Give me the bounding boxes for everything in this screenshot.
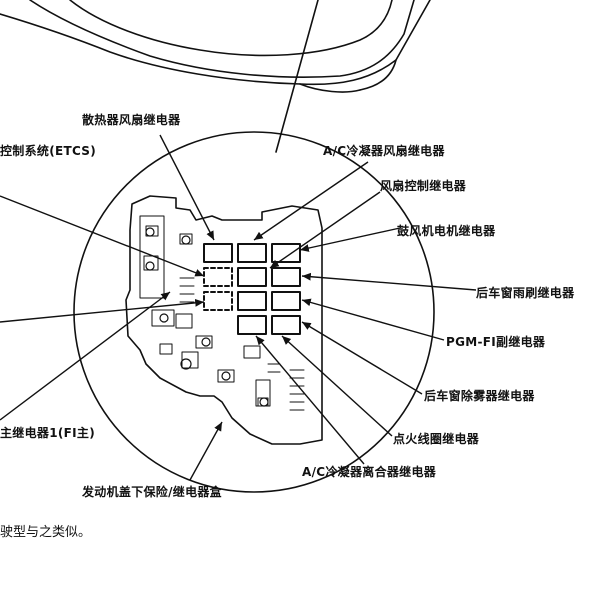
footnote: 驶型与之类似。: [0, 525, 92, 540]
label-fan-control-relay: 风扇控制继电器: [380, 179, 467, 193]
label-ignition-coil-relay: 点火线圈继电器: [393, 432, 480, 446]
label-ac-condenser-fan-relay: A/C冷凝器风扇继电器: [323, 144, 445, 158]
relay-fan-control: [237, 267, 267, 287]
relay-ignition-coil: [271, 315, 301, 335]
label-etcs: 控制系统(ETCS): [0, 144, 97, 158]
relay-rear-defogger: [271, 291, 301, 311]
label-underhood-box: 发动机盖下保险/继电器盒: [82, 485, 222, 499]
bolts: [145, 227, 269, 407]
relay-blower: [271, 243, 301, 263]
label-blower-motor-relay: 鼓风机电机继电器: [397, 224, 496, 238]
magnify-circle: [73, 131, 435, 493]
vehicle-pointer-line: [275, 0, 319, 153]
label-rear-defogger-relay: 后车窗除雾器继电器: [424, 389, 535, 403]
label-radiator-fan-relay: 散热器风扇继电器: [82, 113, 181, 127]
leader-lines: [0, 134, 477, 481]
vehicle-outline: [0, 0, 431, 93]
relay-rear-wiper: [271, 267, 301, 287]
relay-etcs: [203, 267, 233, 287]
relay-pgm-fi-sub: [237, 291, 267, 311]
relay-fi-main: [203, 291, 233, 311]
relay-grid: [203, 243, 301, 335]
relay-ac-compressor: [237, 315, 267, 335]
label-fi-main-relay: 主继电器1(FI主): [0, 426, 95, 440]
relay-ac-condenser-fan: [237, 243, 267, 263]
label-rear-wiper-relay: 后车窗雨刷继电器: [476, 286, 575, 300]
relay-radiator-fan: [203, 243, 233, 263]
label-pgm-fi-sub-relay: PGM-FI副继电器: [446, 335, 546, 349]
label-ac-compressor-clutch-relay: A/C冷凝器离合器继电器: [302, 465, 437, 479]
fuse-box: [125, 195, 323, 445]
